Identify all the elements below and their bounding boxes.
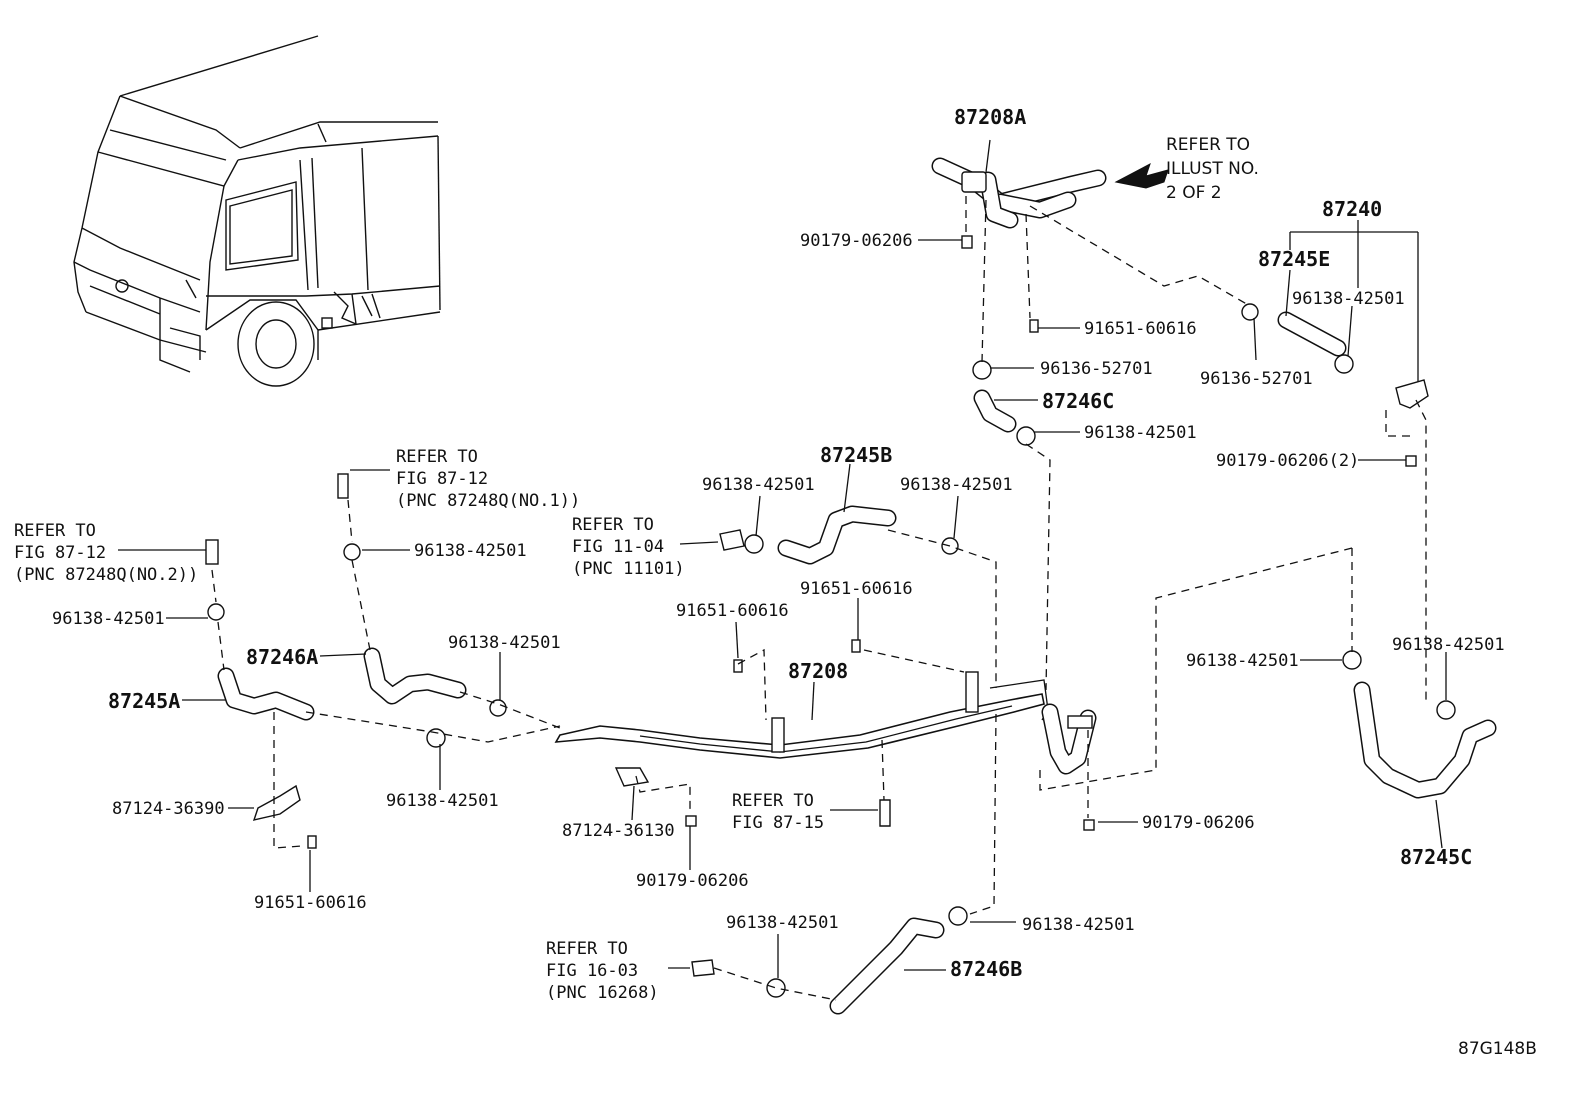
label-96138-42501-a1: 96138-42501 bbox=[414, 541, 527, 561]
part-87240: 87240 bbox=[1322, 197, 1382, 221]
refer-8712a-line2: FIG 87-12 bbox=[396, 469, 488, 489]
part-87245B: 87245B bbox=[820, 443, 892, 467]
refer-8712b-line1: REFER TO bbox=[14, 521, 96, 541]
refer-8712b-line2: FIG 87-12 bbox=[14, 543, 106, 563]
refer-1104-line2: FIG 11-04 bbox=[572, 537, 664, 557]
clamps bbox=[207, 235, 1456, 998]
label-96136-52701-top: 96136-52701 bbox=[1040, 359, 1153, 379]
label-87124-36390: 87124-36390 bbox=[112, 799, 225, 819]
label-96138-42501-mid: 96138-42501 bbox=[448, 633, 561, 653]
pipe-assembly-87208A bbox=[931, 157, 1107, 229]
refer-illust-line1: REFER TO bbox=[1166, 135, 1250, 155]
part-87208A: 87208A bbox=[954, 105, 1026, 129]
refer-illust-line3: 2 OF 2 bbox=[1166, 183, 1222, 203]
part-87246B: 87246B bbox=[950, 957, 1022, 981]
label-90179-06206-2: 90179-06206(2) bbox=[1216, 451, 1359, 471]
label-96138-42501-clampB: 96138-42501 bbox=[1022, 915, 1135, 935]
refer-fig-87-12-b: REFER TO FIG 87-12 (PNC 87248Q(NO.2)) bbox=[14, 521, 198, 585]
refer-fig-11-04: REFER TO FIG 11-04 (PNC 11101) bbox=[572, 515, 685, 579]
label-96138-42501-c: 96138-42501 bbox=[1084, 423, 1197, 443]
label-91651-60616-top: 91651-60616 bbox=[1084, 319, 1197, 339]
refer-arrow-icon bbox=[1114, 162, 1169, 189]
refer-illust-line2: ILLUST NO. bbox=[1166, 159, 1259, 179]
part-87245A: 87245A bbox=[108, 689, 180, 713]
refer-8715-line2: FIG 87-15 bbox=[732, 813, 824, 833]
refer-8712b-line3: (PNC 87248Q(NO.2)) bbox=[14, 565, 198, 585]
label-87124-36130: 87124-36130 bbox=[562, 821, 675, 841]
refer-1603-line3: (PNC 16268) bbox=[546, 983, 659, 1003]
refer-1603-line1: REFER TO bbox=[546, 939, 628, 959]
label-96138-42501-r1: 96138-42501 bbox=[1186, 651, 1299, 671]
refer-1104-line1: REFER TO bbox=[572, 515, 654, 535]
guide-lines bbox=[211, 196, 1427, 1001]
diagram-code: 87G148B bbox=[1458, 1039, 1537, 1059]
refer-illust-block: REFER TO ILLUST NO. 2 OF 2 bbox=[1166, 135, 1259, 203]
label-90179-06206-right: 90179-06206 bbox=[1142, 813, 1255, 833]
part-87245E: 87245E bbox=[1258, 247, 1330, 271]
label-91651-60616-bot: 91651-60616 bbox=[254, 893, 367, 913]
label-91651-60616-m1: 91651-60616 bbox=[800, 579, 913, 599]
part-87245C: 87245C bbox=[1400, 845, 1472, 869]
refer-1104-line3: (PNC 11101) bbox=[572, 559, 685, 579]
label-96138-42501-b1: 96138-42501 bbox=[702, 475, 815, 495]
label-96136-52701-e: 96136-52701 bbox=[1200, 369, 1313, 389]
part-87246C: 87246C bbox=[1042, 389, 1114, 413]
label-96138-42501-left: 96138-42501 bbox=[52, 609, 165, 629]
hoses bbox=[205, 311, 1497, 1015]
part-87208: 87208 bbox=[788, 659, 848, 683]
label-90179-06206-bot: 90179-06206 bbox=[636, 871, 749, 891]
refer-fig-16-03: REFER TO FIG 16-03 (PNC 16268) bbox=[546, 939, 659, 1003]
label-96138-42501-e: 96138-42501 bbox=[1292, 289, 1405, 309]
leader-lines bbox=[118, 139, 1447, 978]
main-pipe-87208 bbox=[554, 671, 1049, 759]
refer-8712a-line3: (PNC 87248Q(NO.1)) bbox=[396, 491, 580, 511]
refer-8715-line1: REFER TO bbox=[732, 791, 814, 811]
label-91651-60616-m2: 91651-60616 bbox=[676, 601, 789, 621]
refer-1603-line2: FIG 16-03 bbox=[546, 961, 638, 981]
label-96138-42501-low: 96138-42501 bbox=[386, 791, 499, 811]
refer-fig-87-15: REFER TO FIG 87-15 bbox=[732, 791, 824, 833]
label-90179-06206-top: 90179-06206 bbox=[800, 231, 913, 251]
refer-8712a-line1: REFER TO bbox=[396, 447, 478, 467]
label-96138-42501-b87246: 96138-42501 bbox=[726, 913, 839, 933]
label-96138-42501-r2: 96138-42501 bbox=[1392, 635, 1505, 655]
part-87246A: 87246A bbox=[246, 645, 318, 669]
refer-fig-87-12-a: REFER TO FIG 87-12 (PNC 87248Q(NO.1)) bbox=[396, 447, 580, 511]
vehicle-illustration bbox=[73, 35, 441, 387]
label-96138-42501-b2: 96138-42501 bbox=[900, 475, 1013, 495]
